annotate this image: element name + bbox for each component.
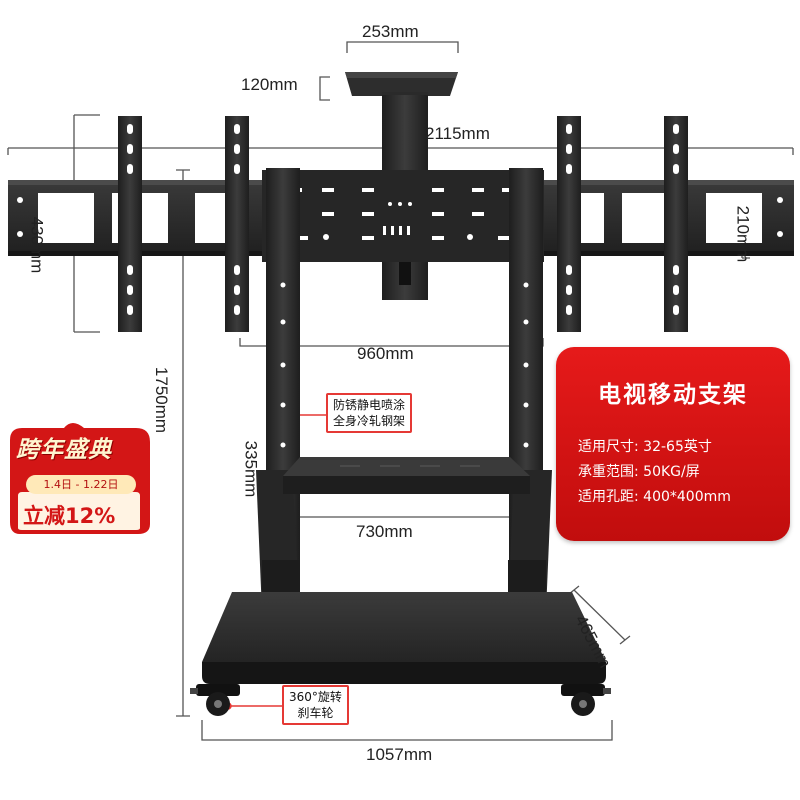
bracket-height-label: 430mm — [27, 216, 47, 274]
base-width-label: 1057mm — [366, 745, 433, 764]
promo-title: 跨年盛典 — [16, 437, 112, 463]
base-platform — [202, 592, 606, 684]
column-slot — [399, 255, 411, 285]
plate-width-label: 253mm — [362, 22, 419, 41]
beam-height-label: 210mm — [733, 205, 753, 263]
casters — [190, 684, 611, 716]
inner-span-label: 960mm — [357, 344, 414, 363]
promo-discount: 立减12% — [23, 504, 116, 528]
promo-badge: 跨年盛典 1.4日 - 1.22日 立减12% — [4, 418, 154, 538]
wheels-callout: 360°旋转 刹车轮 — [282, 685, 349, 725]
shelf-width-label: 730mm — [356, 522, 413, 541]
coating-line-2: 全身冷轧钢架 — [333, 414, 406, 428]
center-mount-plate — [262, 170, 544, 262]
shelf-tray — [283, 457, 530, 494]
beam-width-label: 2115mm — [425, 124, 490, 143]
spec-vesa: 适用孔距: 400*400mm — [578, 489, 731, 505]
product-info-card: 电视移动支架 适用尺寸: 32-65英寸 承重范围: 50KG/屏 适用孔距: … — [556, 347, 790, 541]
vesa-brackets — [118, 116, 688, 332]
coating-callout: 防锈静电喷涂 全身冷轧钢架 — [326, 393, 413, 433]
coating-line-1: 防锈静电喷涂 — [333, 398, 406, 412]
total-height-label: 1750mm — [152, 366, 172, 434]
promo-date: 1.4日 - 1.22日 — [26, 475, 136, 494]
wheels-line-1: 360°旋转 — [289, 690, 342, 704]
wheels-line-2: 刹车轮 — [297, 706, 334, 720]
shelf-gap-label: 335mm — [241, 440, 261, 498]
product-title: 电视移动支架 — [598, 382, 748, 408]
dimension-lines — [7, 41, 794, 741]
spec-load: 承重范围: 50KG/屏 — [578, 464, 700, 480]
spec-size: 适用尺寸: 32-65英寸 — [578, 439, 712, 455]
plate-height-label: 120mm — [241, 75, 298, 94]
